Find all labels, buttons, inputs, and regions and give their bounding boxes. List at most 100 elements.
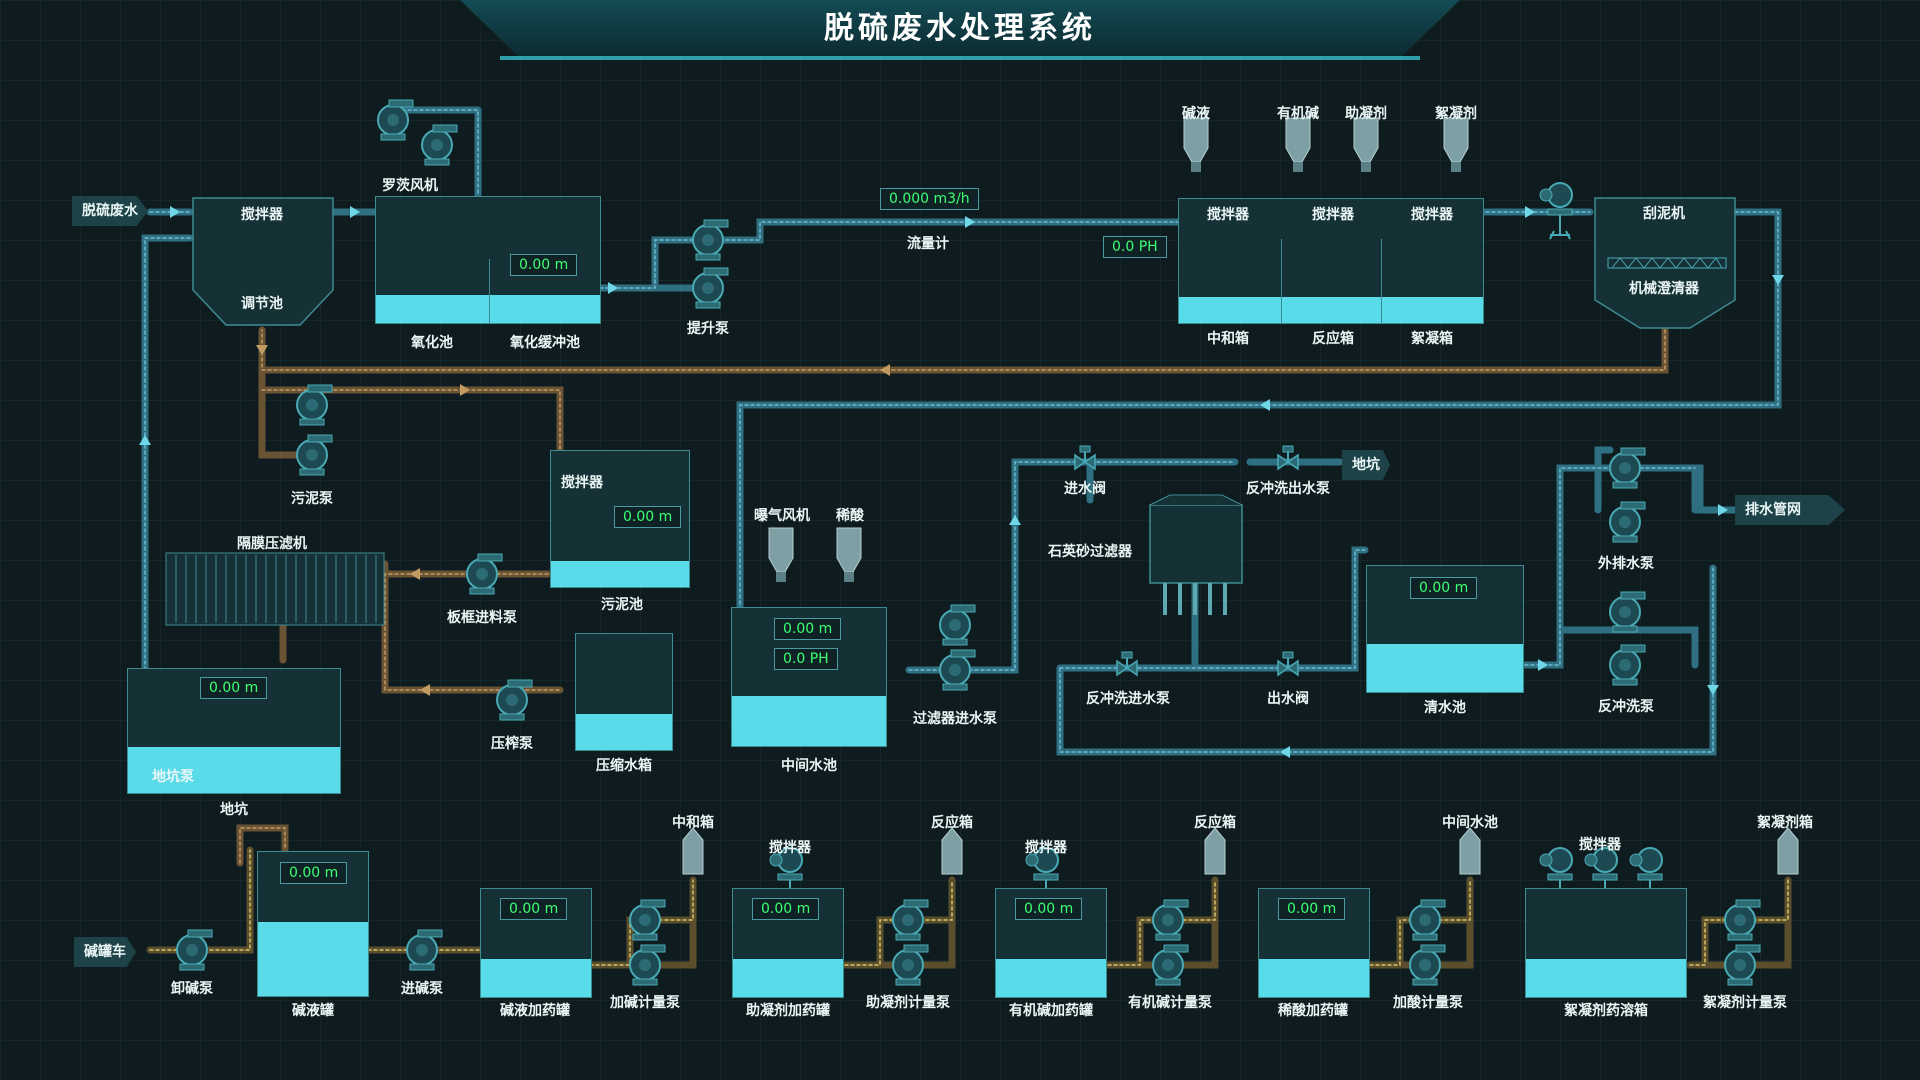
organic-dose-label: 有机碱加药罐 bbox=[1009, 1003, 1093, 1019]
organic-hopper-label: 有机碱 bbox=[1277, 106, 1319, 122]
press-pump-label: 压榨泵 bbox=[491, 736, 533, 752]
page-title: 脱硫废水处理系统 bbox=[460, 0, 1460, 58]
ext-pump-label: 外排水泵 bbox=[1598, 556, 1654, 572]
mid-water bbox=[732, 696, 886, 746]
alkali-dose-level-readout: 0.00 m bbox=[500, 898, 568, 920]
floc-dissolve-water bbox=[1526, 959, 1686, 997]
oxidation-buffer-label: 氧化缓冲池 bbox=[510, 335, 580, 351]
pit-pump-label: 地坑泵 bbox=[152, 769, 194, 785]
truck-tag[interactable]: 碱罐车 bbox=[74, 937, 136, 967]
reaction-boxes[interactable] bbox=[1178, 198, 1484, 324]
filter-pump-label: 过滤器进水泵 bbox=[913, 711, 997, 727]
dest-mid-label: 中间水池 bbox=[1442, 815, 1498, 831]
sludge-level-readout: 0.00 m bbox=[614, 506, 682, 528]
sludge-pump-label: 污泥泵 bbox=[291, 491, 333, 507]
aid-dose-tank[interactable] bbox=[732, 888, 844, 998]
pit-water bbox=[128, 747, 340, 793]
floc-dissolve-tank[interactable] bbox=[1525, 888, 1687, 998]
drain-tag[interactable]: 排水管网 bbox=[1735, 495, 1845, 525]
mid-ph-readout: 0.0 PH bbox=[774, 648, 838, 670]
dest-reaction1-label: 反应箱 bbox=[931, 815, 973, 831]
alkali-dose-label: 碱液加药罐 bbox=[500, 1003, 570, 1019]
quartz-filter-label: 石英砂过滤器 bbox=[1048, 544, 1132, 560]
alkali-tank-level-readout: 0.00 m bbox=[280, 862, 348, 884]
aid-meter-label: 助凝剂计量泵 bbox=[866, 995, 950, 1011]
aid-dose-water bbox=[733, 959, 843, 997]
filter-press-label: 隔膜压滤机 bbox=[237, 536, 307, 552]
clear-level-readout: 0.00 m bbox=[1410, 577, 1478, 599]
reaction-water bbox=[1179, 297, 1483, 323]
oxidation-tank-label: 氧化池 bbox=[411, 335, 453, 351]
organic-mixer-label: 搅拌器 bbox=[1025, 840, 1067, 856]
sludge-tank-label: 污泥池 bbox=[601, 597, 643, 613]
aid-dose-label: 助凝剂加药罐 bbox=[746, 1003, 830, 1019]
backwash-in-label: 反冲洗进水泵 bbox=[1086, 691, 1170, 707]
scraper-label: 刮泥机 bbox=[1643, 206, 1685, 222]
compress-box-label: 压缩水箱 bbox=[596, 758, 652, 774]
backwash-pump-label: 反冲洗泵 bbox=[1598, 699, 1654, 715]
dest-neutral-label: 中和箱 bbox=[672, 815, 714, 831]
dest-reaction2-label: 反应箱 bbox=[1194, 815, 1236, 831]
mid-tank-label: 中间水池 bbox=[781, 758, 837, 774]
pit-label: 地坑 bbox=[220, 802, 248, 818]
compress-box[interactable] bbox=[575, 633, 673, 751]
adjust-tank-label: 调节池 bbox=[241, 296, 283, 312]
out-valve-label: 出水阀 bbox=[1267, 691, 1309, 707]
aeration-fan-label: 曝气风机 bbox=[754, 508, 810, 524]
clarifier-label: 机械澄清器 bbox=[1629, 281, 1699, 297]
oxidation-water bbox=[376, 295, 600, 323]
oxidation-level-readout: 0.00 m bbox=[510, 254, 578, 276]
acid-dose-label: 稀酸加药罐 bbox=[1278, 1003, 1348, 1019]
neutral-ph-readout: 0.0 PH bbox=[1103, 236, 1167, 258]
inlet-tag[interactable]: 脱硫废水 bbox=[72, 196, 148, 226]
organic-meter-label: 有机碱计量泵 bbox=[1128, 995, 1212, 1011]
sludge-mixer-label: 搅拌器 bbox=[561, 475, 603, 491]
unload-pump-label: 卸碱泵 bbox=[171, 981, 213, 997]
organic-dose-water bbox=[996, 959, 1106, 997]
feed-pump-label: 进碱泵 bbox=[401, 981, 443, 997]
acid-dose-level-readout: 0.00 m bbox=[1278, 898, 1346, 920]
compress-water bbox=[576, 714, 672, 750]
reaction-box-label: 反应箱 bbox=[1312, 331, 1354, 347]
alkali-tank-water bbox=[258, 922, 368, 996]
aid-mixer-label: 搅拌器 bbox=[769, 840, 811, 856]
dest-floc-label: 絮凝剂箱 bbox=[1757, 815, 1813, 831]
alkali-hopper-label: 碱液 bbox=[1182, 106, 1210, 122]
acid-dose-water bbox=[1259, 959, 1369, 997]
floc-mixer-label: 搅拌器 bbox=[1411, 207, 1453, 223]
adjust-mixer-label: 搅拌器 bbox=[241, 207, 283, 223]
flowmeter-label: 流量计 bbox=[907, 236, 949, 252]
lift-pump-label: 提升泵 bbox=[687, 321, 729, 337]
dilute-acid-label: 稀酸 bbox=[836, 508, 864, 524]
mid-tank[interactable] bbox=[731, 607, 887, 747]
acid-meter-label: 加酸计量泵 bbox=[1393, 995, 1463, 1011]
neutral-box-label: 中和箱 bbox=[1207, 331, 1249, 347]
oxidation-tank[interactable] bbox=[375, 196, 601, 324]
floc-hopper-label: 絮凝剂 bbox=[1435, 106, 1477, 122]
clear-tank[interactable] bbox=[1366, 565, 1524, 693]
organic-dose-tank[interactable] bbox=[995, 888, 1107, 998]
flow-readout: 0.000 m3/h bbox=[880, 188, 979, 210]
alkali-dose-water bbox=[481, 959, 591, 997]
pit-outlet-tag[interactable]: 地坑 bbox=[1342, 450, 1390, 480]
in-valve-label: 进水阀 bbox=[1064, 481, 1106, 497]
floc-box-label: 絮凝箱 bbox=[1411, 331, 1453, 347]
sludge-water bbox=[551, 561, 689, 587]
clear-tank-label: 清水池 bbox=[1424, 700, 1466, 716]
clear-water bbox=[1367, 644, 1523, 692]
neutral-mixer-label: 搅拌器 bbox=[1207, 207, 1249, 223]
reaction-mixer-label: 搅拌器 bbox=[1312, 207, 1354, 223]
aid-dose-level-readout: 0.00 m bbox=[752, 898, 820, 920]
alkali-tank-label: 碱液罐 bbox=[292, 1003, 334, 1019]
floc-meter-label: 絮凝剂计量泵 bbox=[1703, 995, 1787, 1011]
floc-dissolve-label: 絮凝剂药溶箱 bbox=[1564, 1003, 1648, 1019]
title-banner: 脱硫废水处理系统 bbox=[460, 0, 1460, 72]
alkali-meter-label: 加碱计量泵 bbox=[610, 995, 680, 1011]
mid-level-readout: 0.00 m bbox=[774, 618, 842, 640]
organic-dose-level-readout: 0.00 m bbox=[1015, 898, 1083, 920]
floc-dissolve-mixer-label: 搅拌器 bbox=[1579, 837, 1621, 853]
title-glow-bar bbox=[500, 56, 1420, 60]
aid-hopper-label: 助凝剂 bbox=[1345, 106, 1387, 122]
